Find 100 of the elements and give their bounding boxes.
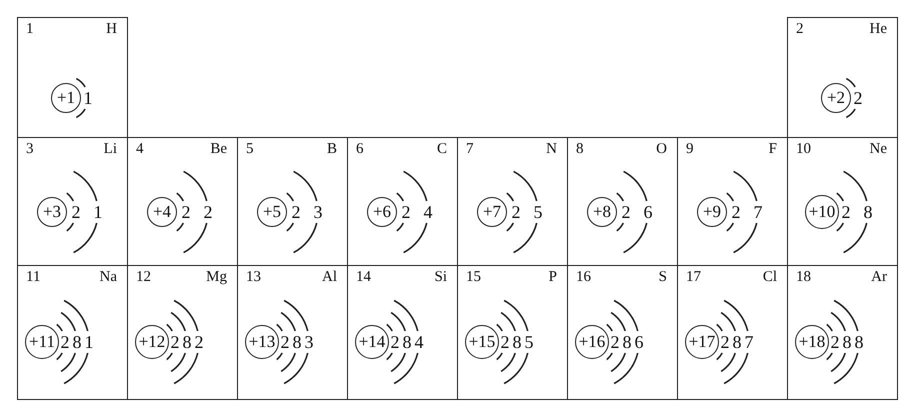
- nucleus-circle: +7: [477, 197, 507, 227]
- nucleus-circle: +9: [697, 197, 727, 227]
- element-symbol: Al: [322, 269, 337, 286]
- electron-count: 6: [634, 332, 644, 352]
- electron-count: 2: [194, 332, 204, 352]
- element-symbol: Si: [434, 269, 447, 286]
- nucleus-circle: +6: [367, 197, 397, 227]
- atomic-number: 14: [356, 269, 371, 286]
- electron-count: 4: [424, 202, 432, 222]
- electron-count: 5: [524, 332, 534, 352]
- atomic-number: 17: [686, 269, 701, 286]
- electron-count: 1: [94, 202, 102, 222]
- electron-count: 2: [60, 332, 70, 352]
- element-symbol: B: [326, 141, 337, 158]
- element-cell: [17, 265, 128, 400]
- element-symbol: S: [658, 269, 667, 286]
- nucleus-circle: +1: [51, 83, 81, 113]
- nucleus-circle: +2: [821, 83, 851, 113]
- electron-count: 8: [864, 202, 872, 222]
- element-symbol: He: [870, 21, 887, 38]
- atomic-number: 5: [246, 141, 254, 158]
- element-symbol: H: [106, 21, 117, 38]
- electron-count: 1: [84, 88, 92, 108]
- electron-count: 2: [830, 332, 840, 352]
- nucleus-circle: +12: [135, 325, 169, 359]
- atomic-number: 12: [136, 269, 151, 286]
- nucleus-circle: +10: [805, 195, 839, 229]
- element-symbol: C: [436, 141, 447, 158]
- atomic-number: 16: [576, 269, 591, 286]
- nucleus-circle: +18: [795, 325, 829, 359]
- element-symbol: N: [546, 141, 557, 158]
- electron-count: 2: [512, 202, 520, 222]
- atomic-number: 7: [466, 141, 474, 158]
- electron-count: 8: [512, 332, 522, 352]
- electron-count: 1: [84, 332, 94, 352]
- electron-count: 2: [402, 202, 410, 222]
- nucleus-circle: +4: [147, 197, 177, 227]
- element-symbol: Na: [100, 269, 117, 286]
- electron-count: 8: [732, 332, 742, 352]
- electron-count: 8: [622, 332, 632, 352]
- electron-count: 5: [534, 202, 542, 222]
- electron-count: 2: [842, 202, 850, 222]
- electron-count: 8: [292, 332, 302, 352]
- electron-count: 2: [622, 202, 630, 222]
- electron-count: 8: [72, 332, 82, 352]
- element-symbol: Mg: [206, 269, 227, 286]
- electron-count: 8: [854, 332, 864, 352]
- electron-count: 2: [280, 332, 290, 352]
- electron-count: 8: [182, 332, 192, 352]
- element-symbol: Li: [104, 141, 117, 158]
- nucleus-circle: +14: [355, 325, 389, 359]
- electron-count: 2: [170, 332, 180, 352]
- atomic-number: 9: [686, 141, 694, 158]
- nucleus-circle: +16: [575, 325, 609, 359]
- atomic-number: 6: [356, 141, 364, 158]
- atomic-number: 11: [26, 269, 40, 286]
- nucleus-circle: +17: [685, 325, 719, 359]
- electron-count: 2: [854, 88, 862, 108]
- atomic-number: 10: [796, 141, 811, 158]
- atomic-number: 18: [796, 269, 811, 286]
- electron-count: 2: [72, 202, 80, 222]
- electron-count: 6: [644, 202, 652, 222]
- electron-count: 2: [182, 202, 190, 222]
- element-symbol: P: [548, 269, 557, 286]
- element-symbol: F: [768, 141, 777, 158]
- electron-count: 2: [390, 332, 400, 352]
- element-symbol: Cl: [762, 269, 777, 286]
- nucleus-circle: +8: [587, 197, 617, 227]
- electron-count: 8: [842, 332, 852, 352]
- electron-count: 8: [402, 332, 412, 352]
- atomic-number: 1: [26, 21, 34, 38]
- nucleus-circle: +13: [245, 325, 279, 359]
- electron-count: 2: [500, 332, 510, 352]
- element-cell: [787, 265, 898, 400]
- electron-count: 4: [414, 332, 424, 352]
- nucleus-circle: +15: [465, 325, 499, 359]
- atomic-number: 8: [576, 141, 584, 158]
- element-cell: [17, 17, 128, 138]
- atomic-number: 2: [796, 21, 804, 38]
- element-symbol: Be: [210, 141, 227, 158]
- nucleus-circle: +3: [37, 197, 67, 227]
- nucleus-circle: +11: [25, 325, 59, 359]
- electron-count: 2: [610, 332, 620, 352]
- electron-count: 2: [204, 202, 212, 222]
- element-cell: [787, 17, 898, 138]
- element-symbol: O: [656, 141, 667, 158]
- electron-count: 3: [304, 332, 314, 352]
- electron-count: 2: [720, 332, 730, 352]
- electron-count: 7: [744, 332, 754, 352]
- atomic-number: 15: [466, 269, 481, 286]
- atomic-number: 13: [246, 269, 261, 286]
- electron-count: 2: [292, 202, 300, 222]
- element-symbol: Ne: [870, 141, 887, 158]
- element-symbol: Ar: [871, 269, 887, 286]
- electron-count: 3: [314, 202, 322, 222]
- atomic-number: 3: [26, 141, 34, 158]
- nucleus-circle: +5: [257, 197, 287, 227]
- electron-count: 7: [754, 202, 762, 222]
- electron-count: 2: [732, 202, 740, 222]
- atomic-number: 4: [136, 141, 144, 158]
